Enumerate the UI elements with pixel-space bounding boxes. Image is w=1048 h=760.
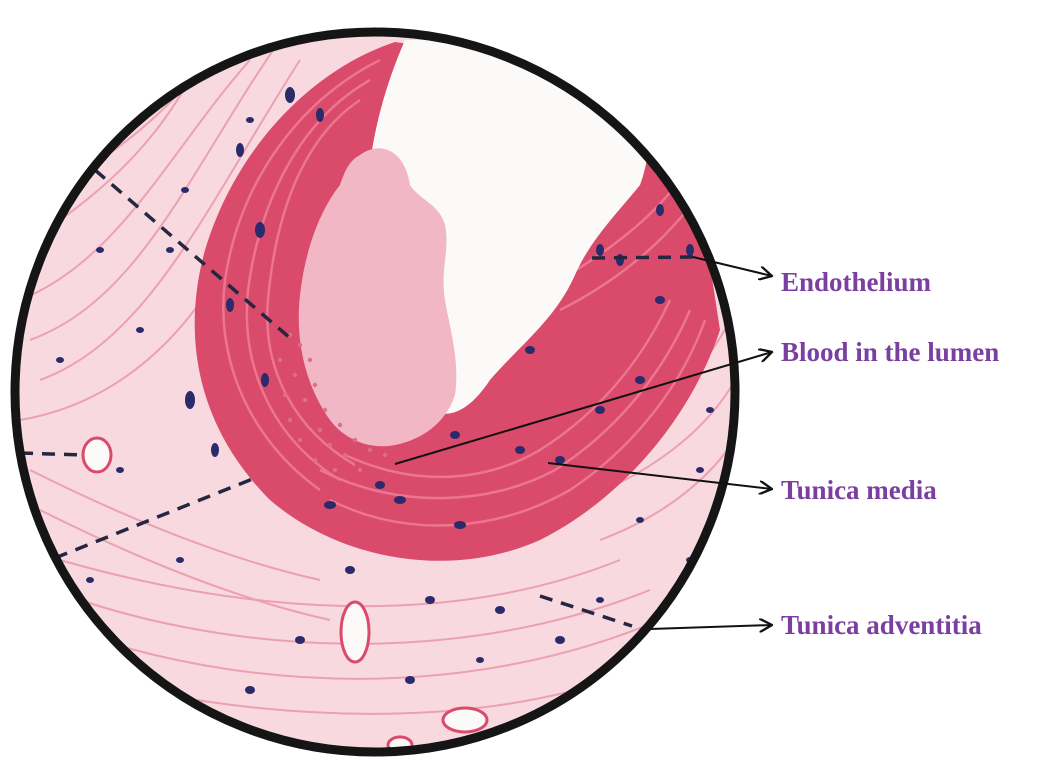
tunica-adventitia-leader — [650, 625, 772, 629]
label-blood-in-lumen: Blood in the lumen — [781, 337, 999, 367]
small-vessel — [341, 602, 369, 662]
label-endothelium: Endothelium — [781, 267, 932, 297]
label-tunica-adventitia: Tunica adventitia — [781, 610, 982, 640]
small-vessel — [83, 438, 111, 472]
label-tunica-media: Tunica media — [781, 475, 937, 505]
small-vessel — [443, 708, 487, 732]
